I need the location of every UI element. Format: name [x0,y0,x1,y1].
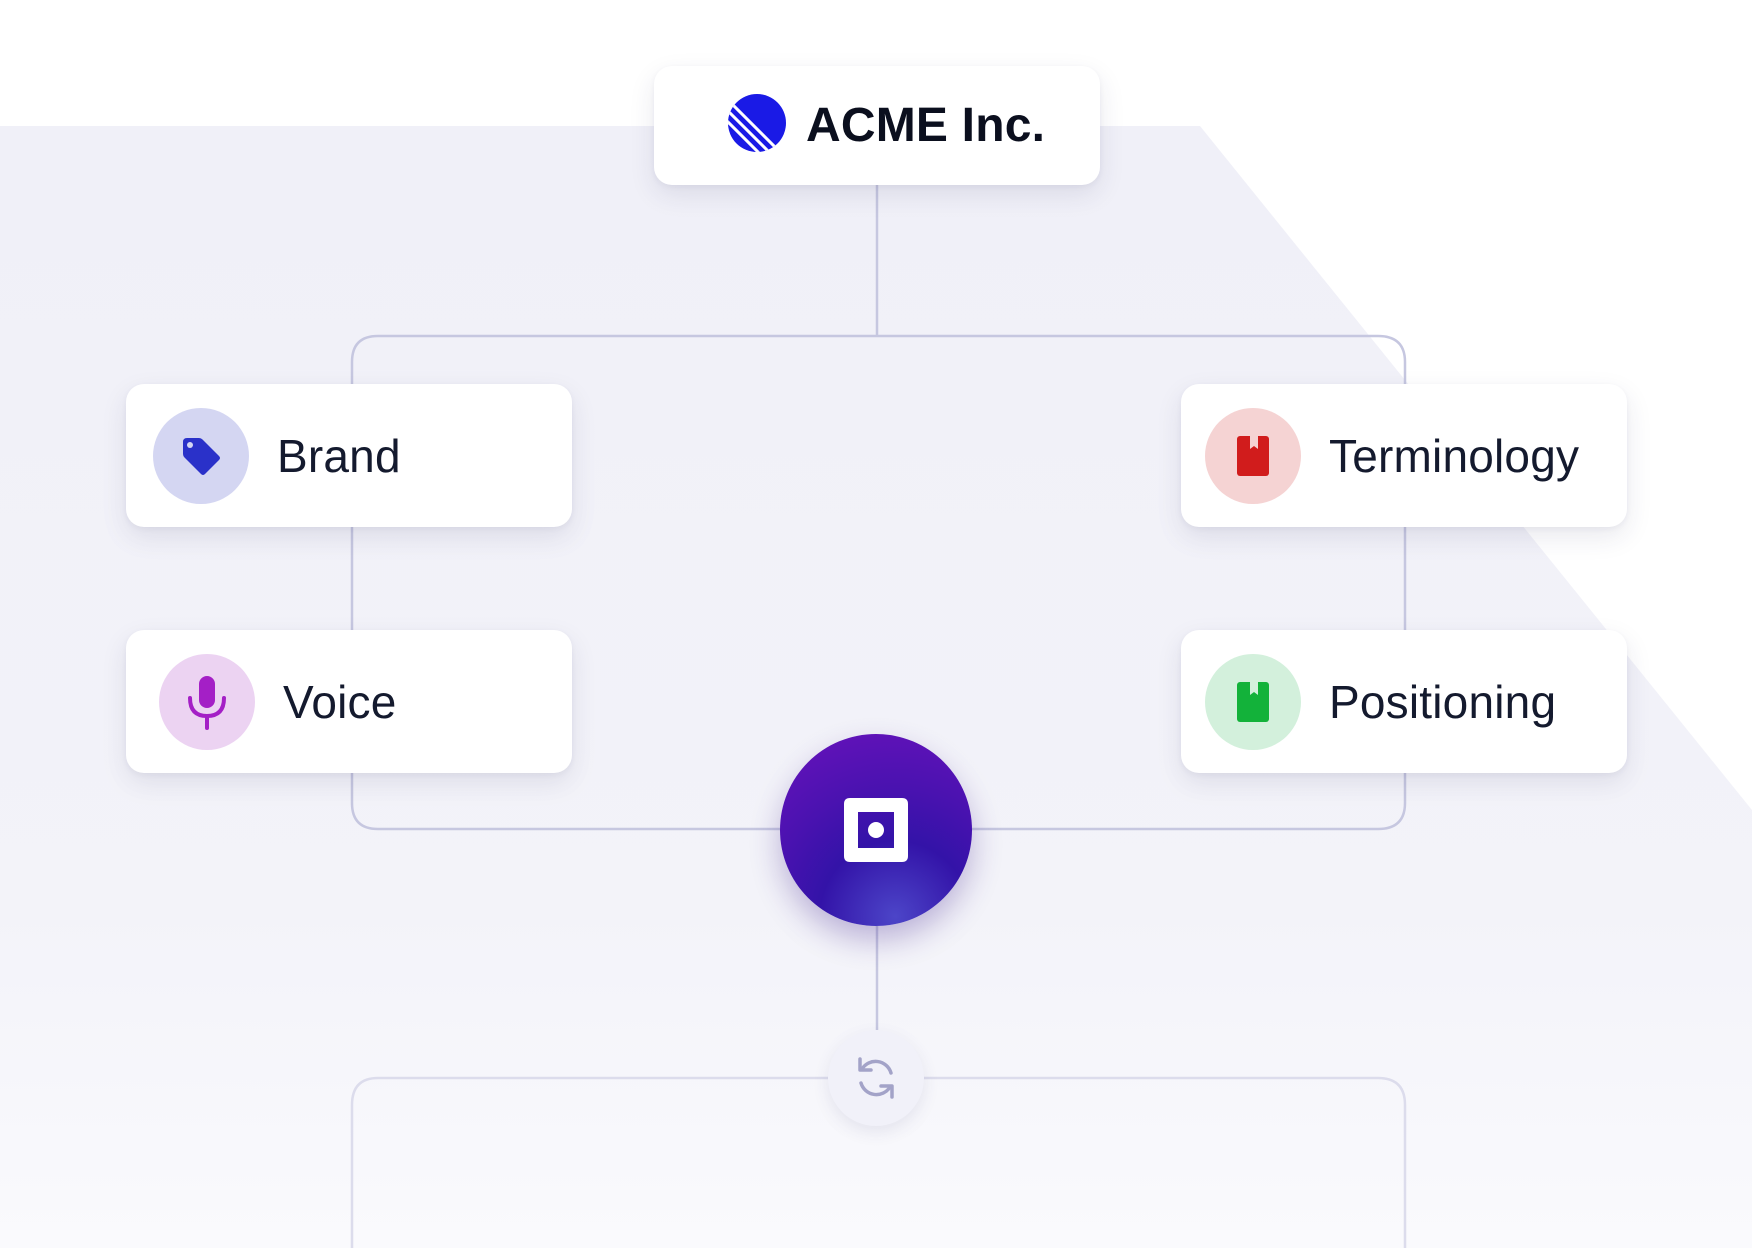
voice-node-card[interactable]: Voice [126,630,572,773]
microphone-icon [159,653,255,750]
lower-right-branch [972,773,1407,831]
acme-logo-icon [728,94,786,157]
brand-node-label: Brand [277,429,401,482]
tag-icon [153,407,249,504]
hub-node[interactable] [780,734,972,926]
root-node-card[interactable]: ACME Inc. [654,66,1100,185]
root-node-label: ACME Inc. [806,99,1046,152]
bookmark-book-icon [1205,653,1301,750]
lower-left-branch [350,773,780,831]
positioning-node-card[interactable]: Positioning [1181,630,1627,773]
voice-node-label: Voice [283,675,397,728]
terminology-node-label: Terminology [1329,429,1580,482]
sync-icon [858,1057,894,1099]
app-logo-icon [844,798,908,862]
bookmark-book-icon [1205,407,1301,504]
brand-node-card[interactable]: Brand [126,384,572,527]
bottom-branch-frame [350,1076,1407,1248]
terminology-node-card[interactable]: Terminology [1181,384,1627,527]
upper-branch-frame [350,334,1407,384]
sync-button[interactable] [828,1030,924,1126]
positioning-node-label: Positioning [1329,675,1557,728]
